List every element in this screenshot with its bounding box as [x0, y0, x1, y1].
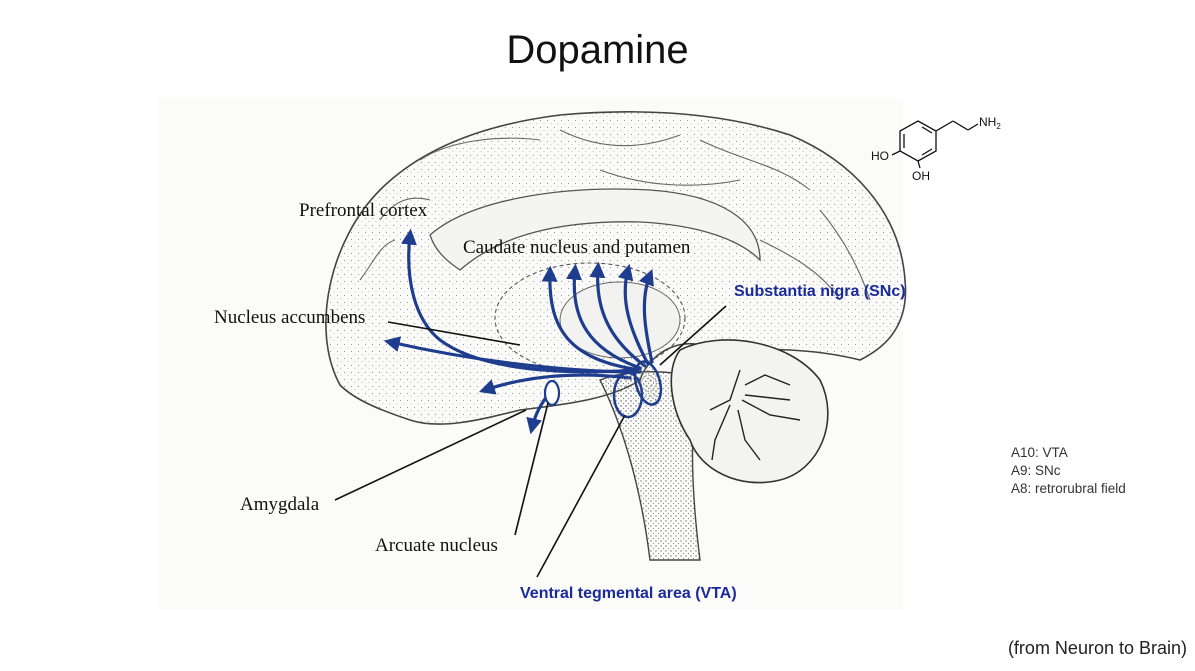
- label-nucleus-accumbens: Nucleus accumbens: [214, 307, 365, 328]
- source-credit: (from Neuron to Brain): [1007, 638, 1187, 658]
- cell-group-legend: A10: VTA A9: SNc A8: retrorubral field: [1011, 444, 1126, 498]
- pathway-prefrontal: [400, 228, 642, 374]
- oh-bond: [917, 160, 921, 169]
- chain-bond-1: [935, 120, 954, 132]
- corpus-callosum: [429, 188, 761, 271]
- legend-a10: A10: VTA: [1011, 445, 1068, 460]
- leader-amygdala: [334, 409, 527, 501]
- label-prefrontal-cortex: Prefrontal cortex: [299, 200, 428, 221]
- pathway-striatum-4: [617, 263, 650, 366]
- pathway-accumbens: [383, 336, 642, 374]
- label-amygdala: Amygdala: [240, 494, 320, 515]
- label-substantia-nigra: Substantia nigra (SNc): [734, 283, 906, 300]
- legend-a9: A9: SNc: [1011, 463, 1061, 478]
- label-vta: Ventral tegmental area (VTA): [520, 585, 737, 602]
- hydroxyl-label-1: HO: [871, 149, 889, 163]
- pathway-striatum-5: [639, 269, 654, 364]
- cerebellum: [670, 339, 829, 484]
- label-arcuate-nucleus: Arcuate nucleus: [375, 535, 498, 556]
- ho-bond: [891, 150, 901, 156]
- leader-snc: [659, 305, 727, 366]
- snc-nucleus: [633, 360, 663, 406]
- leader-vta: [536, 414, 626, 578]
- chain-bond-2: [952, 120, 969, 131]
- chain-bond-3: [967, 123, 979, 131]
- cerebellum-folia: [709, 369, 801, 461]
- gyri-lines: [359, 129, 871, 301]
- amine-label: NH2: [979, 115, 1001, 131]
- dopamine-structure: [891, 120, 979, 169]
- leader-lines: [334, 305, 727, 578]
- pathway-amygdala-lower: [478, 373, 632, 395]
- leader-arcuate: [514, 402, 549, 536]
- hydroxyl-label-2: OH: [912, 169, 930, 183]
- benzene-ring: [899, 120, 937, 162]
- dopamine-pathways: [383, 228, 654, 435]
- pathway-striatum-2: [566, 263, 642, 370]
- leader-accumbens: [387, 321, 521, 346]
- legend-a8: A8: retrorubral field: [1011, 481, 1126, 496]
- pathway-striatum-3: [589, 261, 647, 368]
- page-title: Dopamine: [506, 28, 689, 72]
- pathway-striatum-1: [541, 265, 642, 372]
- brainstem: [599, 371, 701, 561]
- arcuate-nucleus: [543, 379, 561, 407]
- label-caudate-putamen: Caudate nucleus and putamen: [463, 237, 691, 258]
